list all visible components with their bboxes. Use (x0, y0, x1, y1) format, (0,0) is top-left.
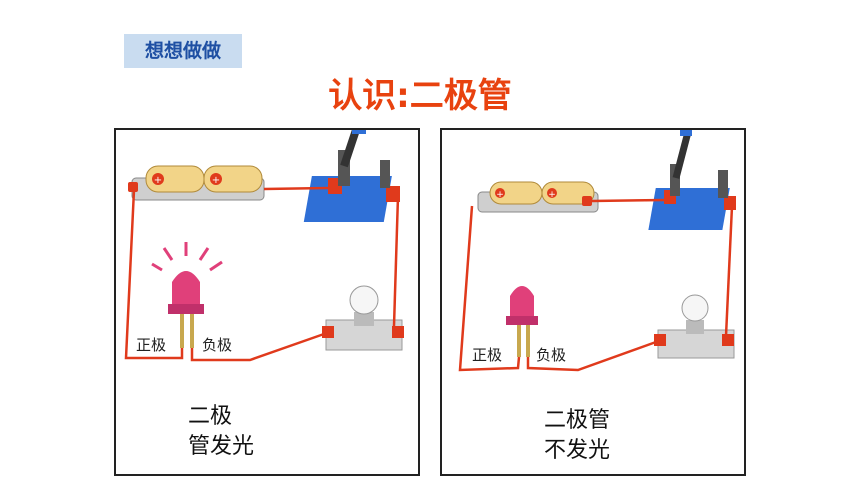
wires (458, 198, 734, 372)
led-diode (151, 242, 223, 348)
plus-icon (495, 188, 505, 198)
circuit-diagram-right: + + (458, 130, 736, 372)
circuit-panel-right: + + (440, 128, 746, 476)
section-tag: 想想做做 (124, 34, 242, 68)
caption-line-2: 管发光 (188, 434, 255, 459)
svg-text:+: + (154, 175, 162, 186)
caption-line-1: 二极 (188, 404, 233, 429)
svg-text:+: + (212, 175, 220, 186)
caption-line-1: 二极管 (544, 408, 611, 433)
circuit-diagram-left: + + (124, 130, 404, 362)
plus-icon (210, 173, 222, 185)
positive-pole-label: 正极 (472, 346, 503, 364)
positive-pole-label: 正极 (136, 336, 167, 354)
led-diode (506, 286, 538, 357)
page-title: 认识:二极管 (328, 76, 512, 116)
knife-switch (648, 130, 736, 230)
knife-switch (303, 130, 400, 222)
negative-pole-label: 负极 (536, 346, 567, 364)
light-bulb (654, 294, 735, 359)
svg-text:+: + (548, 190, 556, 200)
plus-icon (547, 188, 557, 198)
circuit-panel-left: + + (114, 128, 420, 476)
light-bulb (322, 285, 404, 351)
battery-holder: + + (128, 165, 265, 201)
battery-holder: + + (477, 181, 599, 213)
svg-text:+: + (496, 190, 504, 200)
wires (124, 186, 400, 362)
negative-pole-label: 负极 (202, 336, 233, 354)
plus-icon (152, 173, 164, 185)
caption-line-2: 不发光 (544, 438, 611, 463)
